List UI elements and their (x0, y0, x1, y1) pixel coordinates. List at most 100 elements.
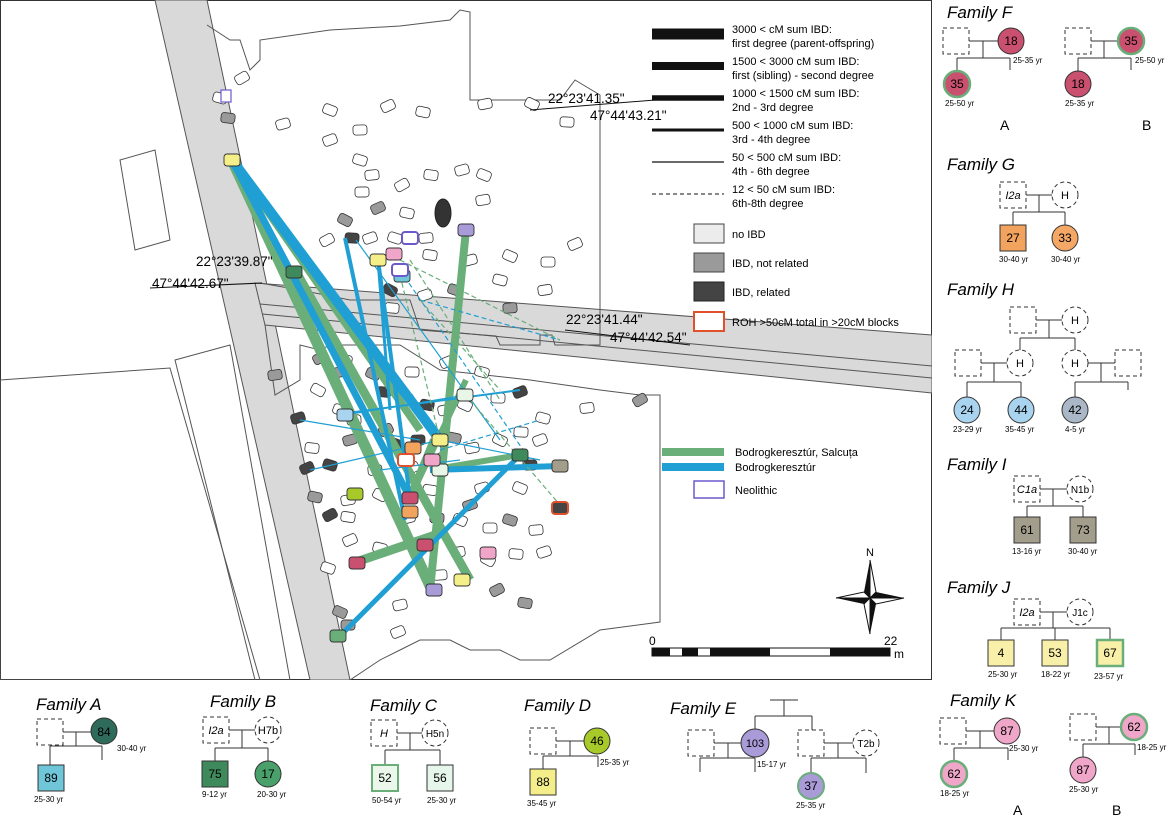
mother-haplo (421, 719, 449, 747)
grave (423, 169, 439, 181)
mother-haplo (254, 716, 282, 744)
mother-haplo (1051, 181, 1079, 209)
age-62: 18-25 yr (940, 789, 970, 798)
road-midline (261, 313, 932, 379)
age-24: 23-29 yr (953, 425, 983, 434)
grave (517, 596, 533, 610)
legend-label-noibd: no IBD (732, 229, 766, 241)
grave (567, 237, 583, 251)
grave (275, 117, 291, 131)
site-map: 22°23'41.35" 47°44'43.21" 22°23'39.87" 4… (0, 0, 932, 680)
label-27: 27 (1006, 231, 1020, 245)
label-44: 44 (1014, 403, 1028, 417)
haplo-h3: H (1071, 358, 1079, 370)
label-18b: 18 (1071, 77, 1085, 91)
grave (579, 402, 595, 414)
label-17: 17 (261, 767, 275, 781)
haplo-e1: T2b (857, 739, 875, 750)
grave (299, 461, 315, 475)
individual-46 (583, 727, 611, 755)
grave (422, 248, 438, 262)
family-b: Family B I2a H7b 75 9-12 yr 17 20-30 yr (201, 692, 287, 799)
kinship-line (227, 157, 445, 443)
individual-53 (1041, 639, 1069, 667)
family-grave (346, 487, 364, 501)
father-unknown (36, 718, 64, 746)
grave (332, 605, 348, 619)
kinship-line (439, 419, 541, 451)
family-a: Family A 84 30-40 yr 89 25-30 yr (34, 695, 147, 804)
grave (322, 103, 338, 117)
grave (528, 524, 544, 536)
age-35: 25-50 yr (945, 99, 975, 108)
grave (320, 561, 336, 575)
grave (540, 256, 556, 268)
legend-ibd-3b: 2nd - 3rd degree (732, 102, 813, 114)
coord-lon-2: 22°23'39.87" (196, 254, 273, 269)
kinship-line (407, 393, 443, 442)
grave (524, 97, 540, 111)
coord-lat-3: 47°44'42.54" (610, 330, 687, 345)
coord-lat-2: 47°44'42.67" (152, 276, 229, 291)
label-73: 73 (1076, 523, 1090, 537)
haplo-h2: H (1016, 358, 1024, 370)
family-i-title: Family I (947, 455, 1007, 474)
family-c-title: Family C (370, 696, 438, 715)
individual-62 (1119, 712, 1149, 742)
individual-42 (1061, 396, 1089, 424)
grave (352, 153, 368, 167)
family-grave (385, 247, 403, 261)
label-103: 103 (746, 738, 764, 750)
grave (340, 510, 356, 524)
family-f-title: Family F (947, 3, 1014, 22)
haplo-h1: H (1071, 315, 1079, 327)
grave (362, 231, 378, 245)
grave (394, 177, 410, 193)
grave (404, 366, 420, 378)
age-33: 30-40 yr (1051, 255, 1081, 264)
kinship-line (228, 158, 414, 500)
grave (380, 99, 396, 113)
grave (390, 625, 406, 639)
individual-52 (371, 764, 399, 792)
grave (532, 433, 548, 447)
father-unknown (687, 729, 715, 757)
label-35: 35 (950, 77, 964, 91)
grave (234, 70, 250, 86)
family-g: Family G I2a H 27 30-40 yr 33 30-40 yr (947, 155, 1081, 264)
age-103: 15-17 yr (757, 760, 787, 769)
individual-35 (1116, 26, 1146, 56)
family-grave (348, 556, 366, 570)
excavation-outline-north (206, 9, 601, 346)
grave (502, 249, 518, 263)
scale-segment (710, 648, 770, 656)
grave (319, 232, 335, 248)
kinship-line (419, 299, 561, 341)
compass-point-s (870, 598, 876, 634)
grave (354, 186, 370, 198)
kinship-line (339, 389, 521, 415)
individual-67 (1095, 638, 1125, 668)
father-unknown (1009, 306, 1037, 334)
legend-ibd-5b: 4th - 6th degree (732, 166, 810, 178)
haplo-j2: J1c (1072, 608, 1088, 619)
father-unknown (529, 727, 557, 755)
grave (267, 369, 283, 381)
legend-box-noibd (693, 223, 725, 244)
family-k-title: Family K (950, 691, 1017, 710)
grave (337, 213, 353, 227)
family-grave (369, 253, 387, 267)
label-67: 67 (1103, 646, 1117, 660)
family-a-title: Family A (36, 695, 102, 714)
family-j-title: Family J (947, 578, 1011, 597)
family-h-title: Family H (947, 280, 1015, 299)
grave (475, 193, 491, 207)
plot-outline (0, 367, 261, 680)
grave (477, 97, 493, 111)
grave (492, 273, 508, 287)
legend-label-green: Bodrogkeresztúr, Salcuța (735, 447, 859, 459)
kinship-line (409, 259, 501, 401)
compass-point-e2 (868, 597, 905, 605)
family-grave (285, 265, 303, 279)
kinship-line (227, 157, 437, 593)
